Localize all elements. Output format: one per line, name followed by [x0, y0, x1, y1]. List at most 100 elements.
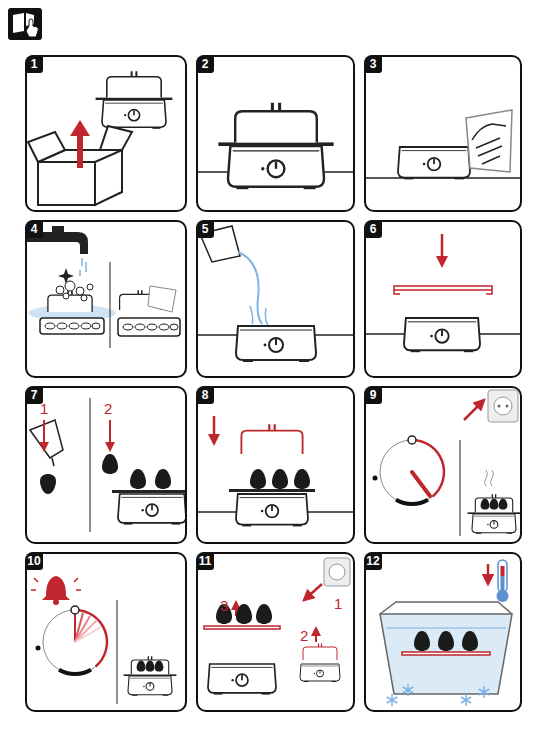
- panel-1-art: [100, 126, 132, 150]
- panel-12-art: [403, 684, 413, 696]
- panel-8-art: [229, 489, 315, 492]
- panel-7-art: [30, 420, 63, 458]
- panel-9-art: [373, 476, 378, 481]
- panel-12-art: [380, 614, 512, 694]
- step-number: 3: [364, 55, 382, 73]
- panel-12-art: [501, 566, 505, 576]
- panel-4-art: [87, 284, 93, 290]
- panel-7-art: [105, 442, 115, 452]
- step-number: 2: [196, 55, 214, 73]
- panel-10-art: [155, 661, 164, 672]
- panel-1-art: [96, 71, 173, 129]
- panel-4-art: [26, 226, 180, 348]
- panel-11-art: [236, 604, 252, 624]
- panel-11-art: [256, 604, 272, 624]
- panel-12-art: [498, 560, 507, 592]
- panel-10-art: [71, 606, 79, 614]
- panel-7-art: [102, 454, 118, 474]
- panel-9-art: [485, 470, 494, 486]
- panel-12-art: [414, 631, 430, 651]
- step-number: 4: [25, 220, 43, 238]
- panel-6-art: [404, 318, 480, 352]
- panel-3-art: [398, 147, 470, 179]
- panel-12-art: [501, 576, 505, 592]
- panel-10-art: [59, 670, 91, 674]
- panel-4-art: [63, 293, 69, 299]
- step-number: 6: [364, 220, 382, 238]
- panel-7-art: [40, 474, 56, 494]
- panel-5-art: [238, 252, 262, 324]
- panel-9-art: [408, 436, 416, 444]
- panel-12-art: [380, 560, 512, 706]
- panel-7-art: [112, 490, 187, 493]
- step-panel: 2: [196, 55, 355, 212]
- panel-12-art: [462, 631, 478, 651]
- manual-icon: [8, 8, 42, 40]
- step-panel: 1: [25, 55, 187, 212]
- step-number: 5: [196, 220, 214, 238]
- step-order-number: 2: [300, 628, 308, 644]
- panel-7-art: [130, 469, 146, 489]
- panel-4-art: [48, 291, 92, 312]
- step-panel: 4: [25, 220, 187, 378]
- panel-8-art: [272, 469, 288, 489]
- panel-9-art: [506, 405, 509, 408]
- panel-10-art: [42, 576, 70, 600]
- panel-7-art: [109, 420, 111, 444]
- panel-1-art: [28, 71, 172, 205]
- panel-4-art: [159, 324, 169, 330]
- panel-12-art: [461, 694, 471, 706]
- panel-6-art: [394, 286, 492, 290]
- panel-12-art: [386, 627, 506, 629]
- panel-6-art: [436, 256, 448, 268]
- panel-4-art: [81, 323, 91, 329]
- panel-4-art: [65, 281, 75, 291]
- panel-3-art: [466, 110, 512, 172]
- panel-6-art: [441, 234, 444, 258]
- panel-10-art: [31, 578, 81, 590]
- manual-icon: [26, 19, 38, 37]
- panel-4-art: [76, 287, 84, 295]
- panel-7-art: [43, 420, 45, 444]
- panel-11-art: [300, 664, 340, 682]
- panel-4-art: [80, 258, 86, 276]
- panel-4-art: [57, 323, 67, 329]
- step-panel: 8: [196, 386, 355, 544]
- panel-1-art: [77, 132, 83, 168]
- step-number: 8: [196, 386, 214, 404]
- panel-10-art: [31, 576, 176, 704]
- panel-11-art: [204, 558, 350, 695]
- step-panel: 5: [196, 220, 355, 378]
- panel-5-art: [236, 326, 316, 362]
- step-panel: 3: [364, 55, 522, 212]
- panel-1-art: [38, 162, 95, 205]
- panel-4-art: [81, 295, 87, 301]
- step-order-number: 2: [104, 401, 112, 417]
- panel-4-art: [148, 286, 176, 312]
- panel-8-art: [236, 494, 308, 526]
- panel-8-art: [250, 469, 266, 489]
- panel-6-art: [394, 290, 492, 294]
- panel-11-art: [329, 564, 345, 580]
- panel-8-art: [294, 469, 310, 489]
- panel-10-art: [75, 610, 107, 667]
- panel-4-art: [52, 226, 64, 232]
- panel-11-art: [303, 644, 337, 661]
- panel-4-art: [40, 318, 104, 334]
- panel-12-art: [479, 686, 489, 698]
- panel-12-art: [380, 602, 512, 614]
- panel-6-art: [364, 234, 522, 352]
- panel-10-art: [36, 646, 41, 651]
- step-number: 11: [196, 552, 214, 570]
- panel-9-art: [468, 494, 521, 534]
- panel-9-art: [490, 499, 499, 510]
- panel-12-art: [438, 631, 454, 651]
- step-number: 10: [25, 552, 43, 570]
- step-number: 9: [364, 386, 382, 404]
- manual-icon: [8, 8, 42, 40]
- panel-10-art: [124, 656, 177, 696]
- panel-7-art: [118, 494, 186, 525]
- panel-4-art: [147, 324, 157, 330]
